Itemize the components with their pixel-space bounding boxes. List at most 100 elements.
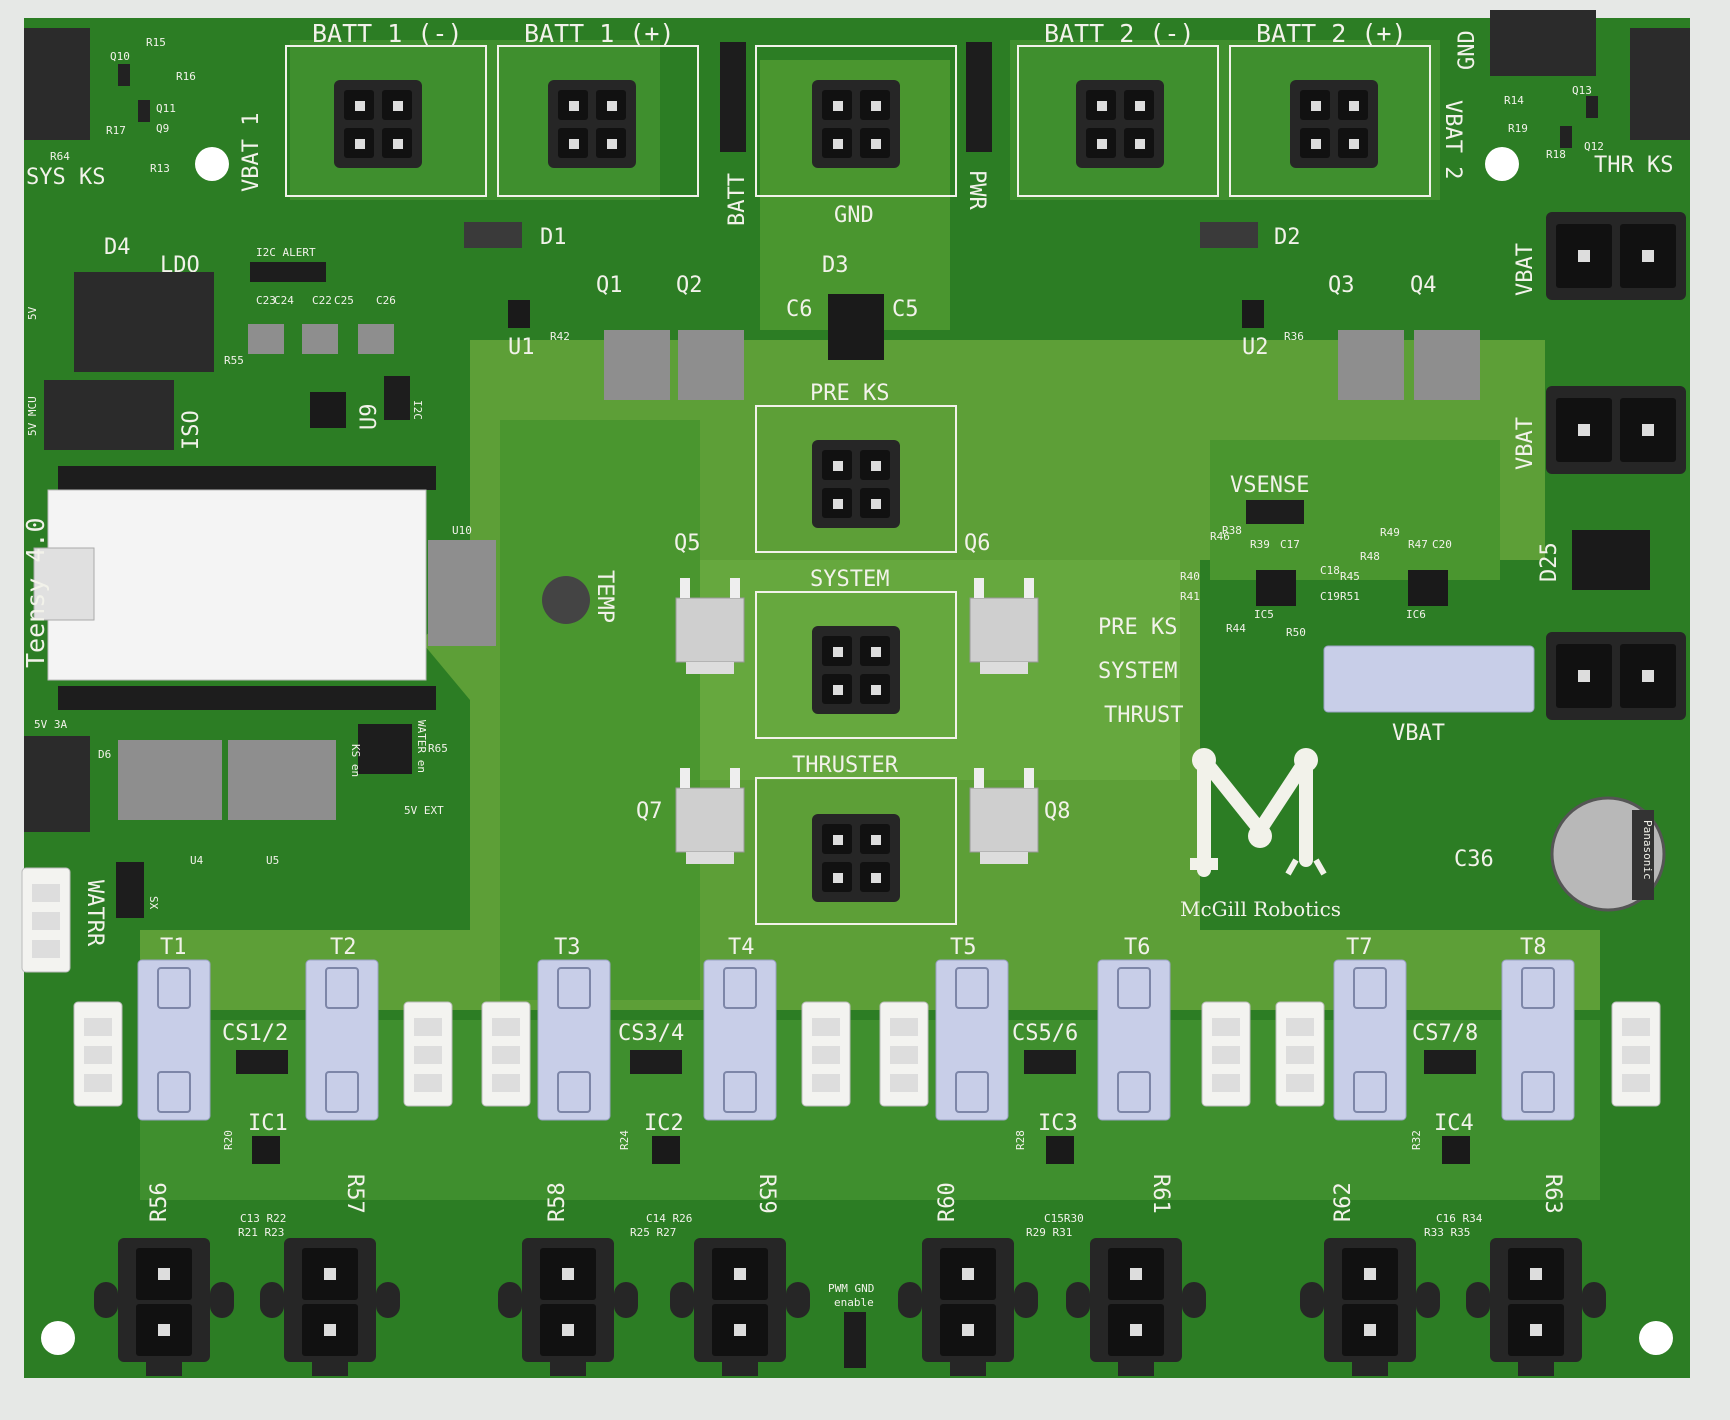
- d3-label: D3: [822, 253, 849, 278]
- current-sense-ics: IC1 IC2 IC3 IC4 C13 R22 R21 R23 C14 R26 …: [222, 1111, 1483, 1239]
- svg-text:Q11: Q11: [156, 102, 176, 115]
- svg-text:R48: R48: [1360, 550, 1380, 563]
- svg-text:R59: R59: [754, 1174, 779, 1214]
- svg-text:R13: R13: [150, 162, 170, 175]
- q1-mosfet: [604, 330, 670, 400]
- u10-label: U10: [452, 524, 472, 537]
- svg-text:R20: R20: [222, 1130, 235, 1150]
- top-connectors: BATT 1 (-) BATT 1 (+) GND BATT 2 (-) BAT…: [285, 19, 1431, 228]
- batt1-pos-label: BATT 1 (+): [524, 19, 675, 48]
- teensy-header-top: [58, 466, 436, 490]
- ic1-label: IC1: [248, 1111, 288, 1136]
- 5v-mcu-label: 5V MCU: [26, 396, 39, 436]
- gnd-module: [1490, 10, 1596, 76]
- enable-label: enable: [834, 1296, 874, 1309]
- svg-text:R64: R64: [50, 150, 70, 163]
- svg-text:R33 R35: R33 R35: [1424, 1226, 1470, 1239]
- svg-text:C17: C17: [1280, 538, 1300, 551]
- svg-text:Q13: Q13: [1572, 84, 1592, 97]
- svg-text:C25: C25: [334, 294, 354, 307]
- svg-text:R24: R24: [618, 1130, 631, 1150]
- d2-diode: [1200, 222, 1258, 248]
- vsense-part-labels: R38 R39 C17 R40 R41 R44 R46 C18 C19 R45 …: [1180, 524, 1452, 639]
- ic4-label: IC4: [1434, 1111, 1474, 1136]
- c6-label: C6: [786, 297, 813, 322]
- svg-text:R21 R23: R21 R23: [238, 1226, 284, 1239]
- thrust-led-label: THRUST: [1104, 703, 1183, 728]
- svg-text:C26: C26: [376, 294, 396, 307]
- ic5-chip: [1256, 570, 1296, 606]
- svg-text:R55: R55: [224, 354, 244, 367]
- vbat1-label: VBAT 1: [239, 113, 264, 192]
- vbat-right-2-label: VBAT: [1513, 417, 1538, 470]
- svg-text:C14 R26: C14 R26: [646, 1212, 692, 1225]
- vsense-label: VSENSE: [1230, 473, 1309, 498]
- svg-text:Q9: Q9: [156, 122, 169, 135]
- svg-text:R15: R15: [146, 36, 166, 49]
- mounting-hole: [1639, 1321, 1673, 1355]
- mounting-hole: [195, 147, 229, 181]
- ic3-label: IC3: [1038, 1111, 1078, 1136]
- svg-text:R14: R14: [1504, 94, 1524, 107]
- svg-text:Q12: Q12: [1584, 140, 1604, 153]
- batt2-pos-label: BATT 2 (+): [1256, 19, 1407, 48]
- svg-text:R49: R49: [1380, 526, 1400, 539]
- svg-text:C19: C19: [1320, 590, 1340, 603]
- vbat-right-1-label: VBAT: [1513, 243, 1538, 296]
- thr-ks-module: [1630, 28, 1690, 140]
- u5-label: U5: [266, 854, 279, 867]
- d3-diode: [828, 294, 884, 360]
- sys-ks-label: SYS KS: [26, 165, 105, 190]
- cs34-label: CS3/4: [618, 1021, 684, 1046]
- cs56-label: CS5/6: [1012, 1021, 1078, 1046]
- shunt-resistor-labels: R56 R57 R58 R59 R60 R61 R62 R63: [147, 1174, 1565, 1222]
- svg-text:R51: R51: [1340, 590, 1360, 603]
- svg-text:R42: R42: [550, 330, 570, 343]
- svg-text:R25 R27: R25 R27: [630, 1226, 676, 1239]
- u4-chip: [118, 740, 222, 820]
- t2-label: T2: [330, 935, 357, 960]
- 5v-3a-module: [24, 736, 90, 832]
- svg-text:R44: R44: [1226, 622, 1246, 635]
- svg-text:R18: R18: [1546, 148, 1566, 161]
- iso-label: ISO: [179, 410, 204, 450]
- q2-label: Q2: [676, 273, 703, 298]
- t4-label: T4: [728, 935, 755, 960]
- svg-text:C13 R22: C13 R22: [240, 1212, 286, 1225]
- iso-module: [44, 380, 174, 450]
- svg-text:R40: R40: [1180, 570, 1200, 583]
- water-en-label: WATER en: [415, 720, 428, 773]
- q4-label: Q4: [1410, 273, 1437, 298]
- ks-en-label: KS en: [349, 744, 362, 777]
- d25-label: D25: [1537, 542, 1562, 582]
- svg-text:R62: R62: [1331, 1182, 1356, 1222]
- usb-port: [33, 547, 95, 621]
- t5-label: T5: [950, 935, 977, 960]
- ic5-label: IC5: [1254, 608, 1274, 621]
- svg-text:C23: C23: [256, 294, 276, 307]
- temp-label: TEMP: [592, 570, 617, 623]
- ic2-label: IC2: [644, 1111, 684, 1136]
- gnd-connector-label: GND: [834, 203, 874, 228]
- pwm-gnd-jumper[interactable]: [844, 1312, 866, 1368]
- u1-label: U1: [508, 335, 535, 360]
- t8-label: T8: [1520, 935, 1547, 960]
- d6-label: D6: [98, 748, 111, 761]
- q5-label: Q5: [674, 531, 701, 556]
- 5v-3a-label: 5V 3A: [34, 718, 67, 731]
- svg-text:C24: C24: [274, 294, 294, 307]
- svg-text:C22: C22: [312, 294, 332, 307]
- r65-label: R65: [428, 742, 448, 755]
- teensy-header-bottom: [58, 686, 436, 710]
- u2-label: U2: [1242, 335, 1269, 360]
- pwm-gnd-label: PWM GND: [828, 1282, 874, 1295]
- panasonic-label: Panasonic: [1641, 820, 1654, 880]
- svg-text:R36: R36: [1284, 330, 1304, 343]
- pre-ks-label: PRE KS: [810, 381, 889, 406]
- thruster-fuses: T1 T2 T3 T4 T5 T6 T7 T8: [137, 935, 1575, 1121]
- q7-label: Q7: [636, 799, 663, 824]
- svg-text:R17: R17: [106, 124, 126, 137]
- svg-text:R47: R47: [1408, 538, 1428, 551]
- batt-header: [720, 42, 746, 152]
